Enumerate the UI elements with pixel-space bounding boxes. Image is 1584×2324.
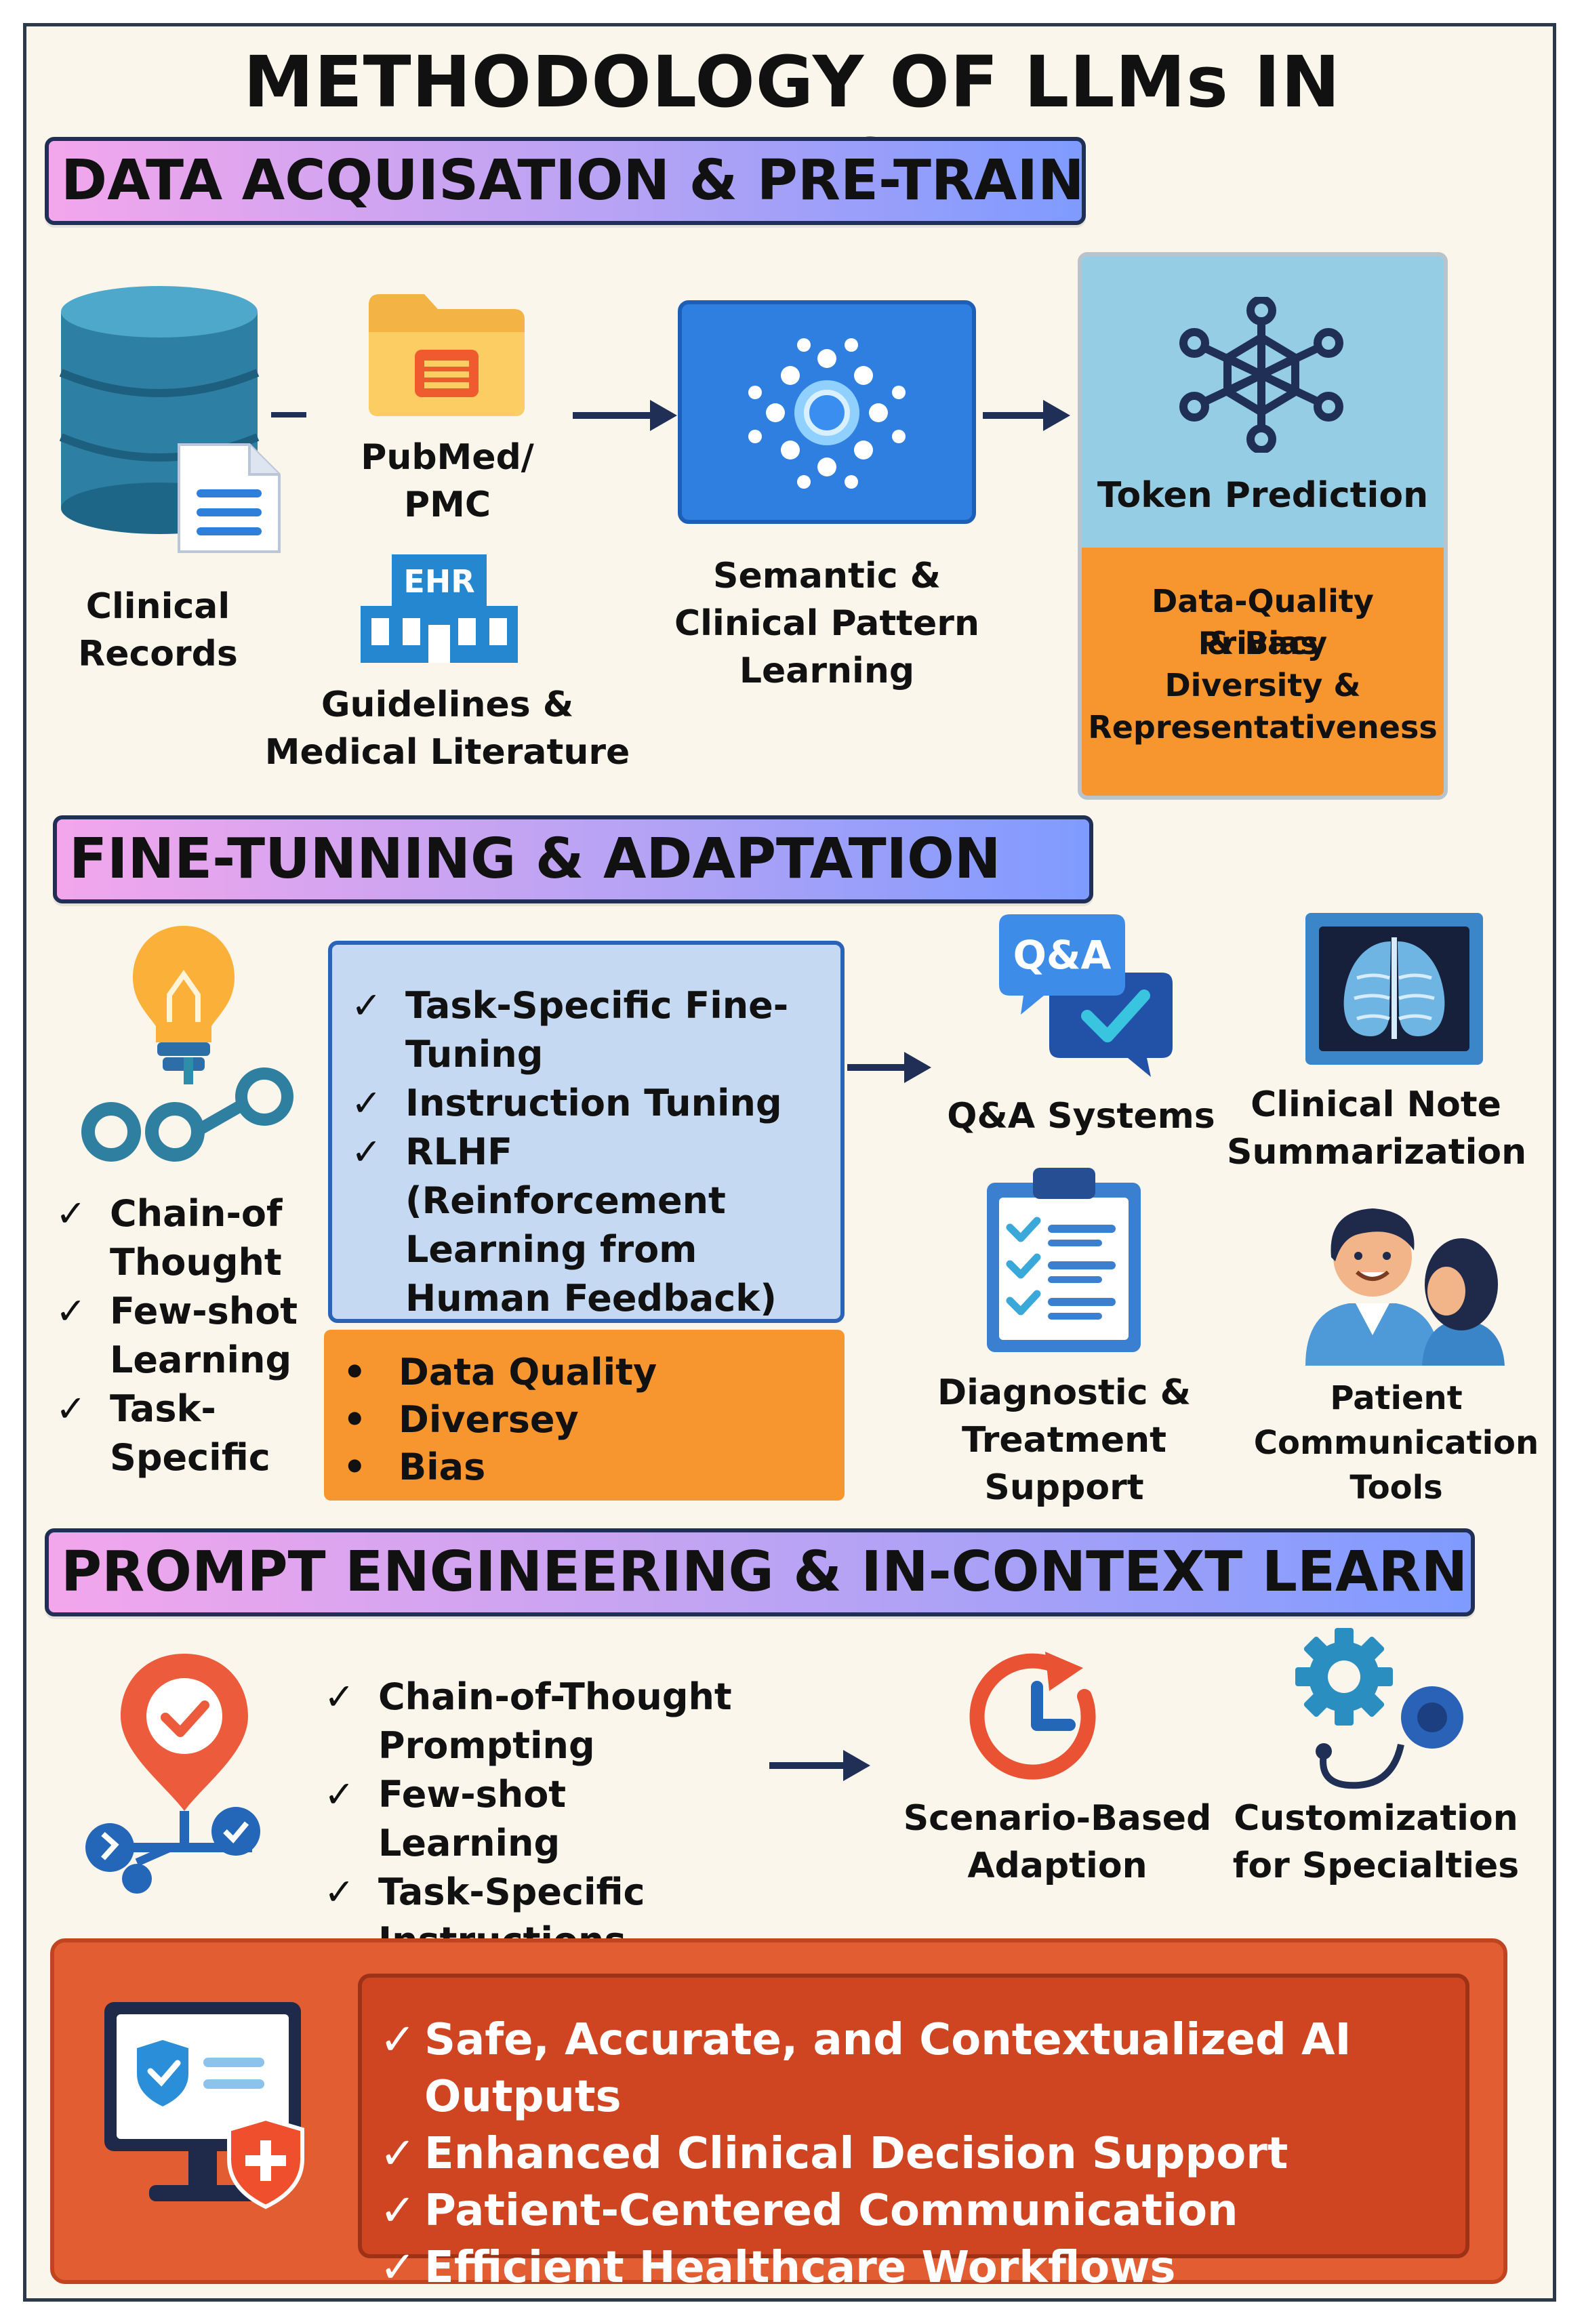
fine-tuning-left-checklist: ✓Chain-of Thought ✓Few-shot Learning ✓Ta… bbox=[56, 1189, 320, 1482]
semantic-learning-box bbox=[678, 300, 976, 524]
clipboard-checklist-icon bbox=[987, 1168, 1141, 1352]
method-check-item: ✓RLHF (Reinforcement Learning from Human… bbox=[351, 1130, 777, 1320]
prompt-check-item: ✓Few-shot Learning bbox=[324, 1773, 567, 1864]
qa-systems-label: Q&A Systems bbox=[947, 1096, 1215, 1137]
document-icon bbox=[178, 443, 281, 553]
clinical-note-label: Clinical Note Summarization bbox=[1227, 1084, 1527, 1173]
arrow-to-token bbox=[983, 400, 1070, 431]
outcome-item: ✓Patient-Centered Communication bbox=[380, 2186, 1238, 2236]
method-check-item: ✓Instruction Tuning bbox=[351, 1082, 782, 1124]
data-quality-line-3: Diversity & bbox=[1164, 667, 1361, 704]
left-check-item: ✓Chain-of Thought bbox=[56, 1192, 283, 1284]
outcome-item: ✓Safe, Accurate, and Contextualized AI O… bbox=[380, 2015, 1352, 2122]
hospital-icon: EHR bbox=[361, 554, 518, 663]
outcomes-checklist: ✓Safe, Accurate, and Contextualized AI O… bbox=[380, 2012, 1457, 2296]
issue-bullet-item: •Diversey bbox=[343, 1398, 579, 1441]
lung-xray-icon bbox=[1305, 913, 1483, 1065]
outcome-item: ✓Enhanced Clinical Decision Support bbox=[380, 2129, 1288, 2179]
patient-communication-label: Patient Communication Tools bbox=[1253, 1379, 1539, 1507]
diagnostic-support-label: Diagnostic & Treatment Support bbox=[937, 1372, 1191, 1508]
monitor-shield-icon bbox=[104, 2002, 304, 2209]
pubmed-label: PubMed/ PMC bbox=[361, 437, 534, 525]
fine-tuning-issues-panel bbox=[324, 1330, 845, 1501]
target-pin-icon bbox=[85, 1654, 260, 1894]
left-check-item: ✓Task-Specific bbox=[56, 1387, 270, 1479]
token-prediction-box: Token Prediction Data-Quality Privacy & … bbox=[1078, 252, 1448, 800]
semantic-learning-label: Semantic & Clinical Pattern Learning bbox=[674, 556, 979, 691]
fine-tuning-methods-checklist: ✓Task-Specific Fine-Tuning ✓Instruction … bbox=[351, 981, 826, 1323]
clock-refresh-icon bbox=[969, 1652, 1096, 1780]
connector-line bbox=[271, 412, 306, 417]
outcome-item: ✓Efficient Healthcare Workflows bbox=[380, 2243, 1176, 2293]
node-graph-icon bbox=[1179, 297, 1343, 453]
issue-bullet-item: •Data Quality bbox=[343, 1351, 657, 1393]
customization-label: Customization for Specialties bbox=[1232, 1798, 1520, 1886]
data-quality-line-4: Representativeness bbox=[1088, 709, 1438, 746]
prompt-techniques-checklist: ✓Chain-of-Thought Prompting ✓Few-shot Le… bbox=[324, 1673, 744, 1965]
folder-icon bbox=[369, 294, 525, 416]
token-prediction-label: Token Prediction bbox=[1097, 475, 1429, 516]
outcomes-inner-panel bbox=[358, 1974, 1469, 2258]
ehr-badge-text: EHR bbox=[403, 563, 474, 600]
arrow-to-applications bbox=[847, 1052, 931, 1083]
section-banner-data-acquisition: DATA ACQUISATION & PRE-TRAINING bbox=[45, 137, 1086, 225]
data-quality-panel: Data-Quality Privacy & Bias Diversity & … bbox=[1082, 548, 1444, 796]
token-prediction-panel: Token Prediction bbox=[1082, 256, 1444, 548]
arrow-to-adaptation bbox=[769, 1750, 870, 1781]
clinical-records-label: Clinical Records bbox=[78, 586, 238, 674]
qa-chat-icon: Q&A bbox=[999, 914, 1173, 1077]
left-check-item: ✓Few-shot Learning bbox=[56, 1290, 298, 1381]
prompt-check-item: ✓Chain-of-Thought Prompting bbox=[324, 1675, 732, 1767]
method-check-item: ✓Task-Specific Fine-Tuning bbox=[351, 984, 789, 1076]
fine-tuning-issues-list: •Data Quality •Diversey •Bias bbox=[324, 1349, 839, 1491]
scenario-adaption-label: Scenario-Based Adaption bbox=[903, 1798, 1212, 1886]
issue-bullet-item: •Bias bbox=[343, 1446, 486, 1488]
qa-badge-text: Q&A bbox=[1013, 932, 1112, 978]
gear-icon bbox=[1295, 1628, 1463, 1789]
section-banner-prompt-engineering: PROMPT ENGINEERING & IN-CONTEXT LEARNING bbox=[45, 1528, 1475, 1616]
fine-tuning-methods-panel bbox=[328, 941, 845, 1323]
section-banner-fine-tuning: FINE-TUNNING & ADAPTATION bbox=[53, 815, 1093, 903]
neural-network-icon bbox=[748, 338, 906, 489]
chain-link-icon bbox=[81, 1057, 293, 1162]
doctor-patient-icon bbox=[1305, 1208, 1505, 1366]
data-quality-line-2: & Bias bbox=[1206, 625, 1319, 661]
guidelines-label: Guidelines & Medical Literature bbox=[264, 685, 630, 773]
data-quality-line-1: Data-Quality Privacy bbox=[1152, 583, 1374, 661]
lightbulb-icon bbox=[133, 926, 235, 1071]
arrow-to-semantic bbox=[573, 400, 677, 431]
